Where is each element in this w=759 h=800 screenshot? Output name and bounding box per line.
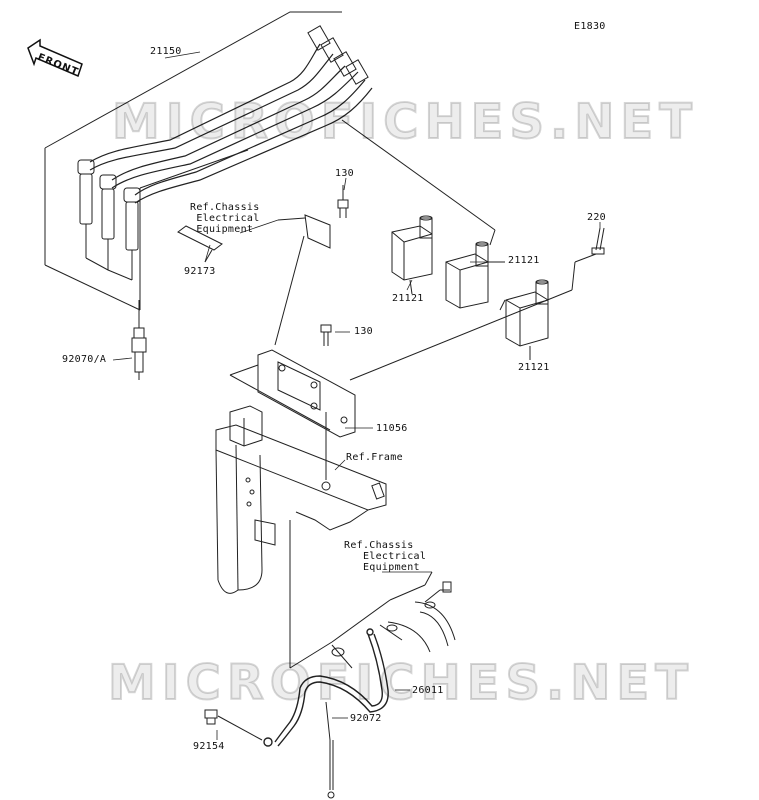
ignition-coil-1 [392,216,432,294]
watermark-bottom: MICROFICHES.NET [107,654,694,712]
plug-lead-group-outline [45,12,495,310]
chassis-bracket-top [275,215,330,345]
spark-plug [132,300,146,380]
lead-caps-coil-side [308,26,368,84]
ground-bracket-outline [290,572,455,668]
front-arrow-icon [26,38,86,84]
part-label-21121-lower: 21121 [518,362,550,373]
coil-group-outline [350,262,575,380]
part-label-21121-left: 21121 [392,293,424,304]
part-label-21121-right: 21121 [508,255,540,266]
watermark-top: MICROFICHES.NET [111,93,698,151]
part-label-11056: 11056 [376,423,408,434]
grommet-strip-92173 [178,226,222,262]
mounting-plate-11056 [230,350,355,480]
leader-lines [113,52,600,740]
ignition-coil-2 [446,242,505,308]
bolt-92154 [205,710,262,740]
cable-tie-92072 [326,702,334,798]
part-label-220: 220 [587,212,606,223]
ref-chassis-bottom: Ref.Chassis Electrical Equipment [344,540,427,573]
diagram-code: E1830 [574,21,606,32]
ref-chassis-top: Ref.Chassis Electrical Equipment [190,202,260,235]
part-label-26011: 26011 [412,685,444,696]
part-label-92154: 92154 [193,741,225,752]
part-label-21150: 21150 [150,46,182,57]
part-label-92072: 92072 [350,713,382,724]
lead-boots-plug-side [78,160,140,280]
ground-cable-26011 [264,629,388,746]
plug-lead-wires [90,44,372,203]
part-label-92070a: 92070/A [62,354,107,365]
vehicle-frame [216,406,386,668]
ref-frame: Ref.Frame [346,452,403,463]
bolt-220 [575,228,604,262]
part-label-130-top: 130 [335,168,354,179]
part-label-92173: 92173 [184,266,216,277]
part-label-130-mid: 130 [354,326,373,337]
bolt-130-mid [321,325,331,346]
ignition-coil-3 [506,280,548,360]
bolt-130-top [338,185,348,218]
